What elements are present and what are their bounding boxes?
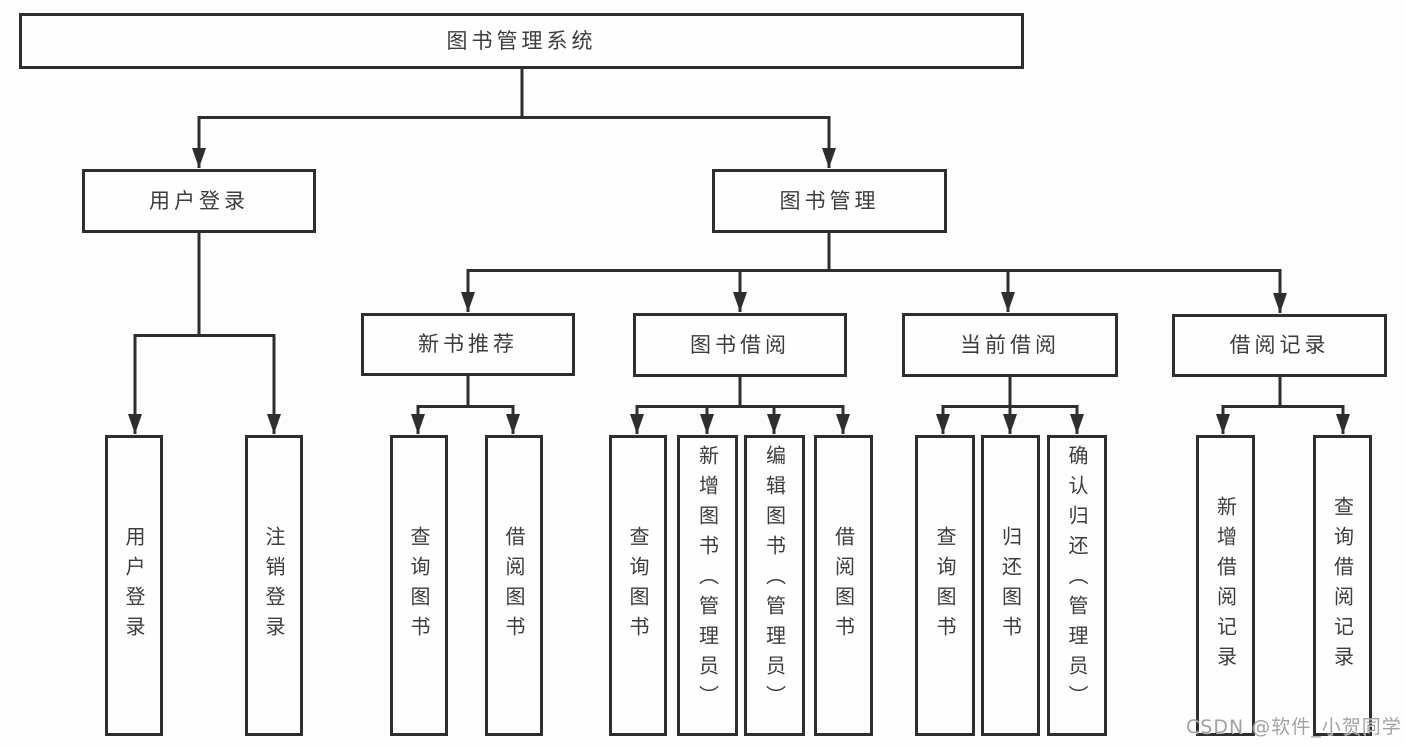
node-borrow-record: 借阅记录 xyxy=(1172,314,1387,377)
node-label: 注销登录 xyxy=(262,525,286,646)
node-leaf-bb-borrow-books: 借阅图书 xyxy=(814,435,873,736)
node-label: 查询图书 xyxy=(933,525,957,646)
connector-root-to-level2 xyxy=(192,69,836,168)
node-root-system: 图书管理系统 xyxy=(19,13,1024,69)
node-label: 图书管理 xyxy=(779,188,880,213)
node-book-mgmt: 图书管理 xyxy=(712,169,947,233)
node-label: 借阅记录 xyxy=(1229,333,1330,357)
node-label: 借阅图书 xyxy=(502,525,526,646)
node-leaf-cb-query-books: 查询图书 xyxy=(915,435,975,736)
node-label: 用户登录 xyxy=(122,525,146,646)
node-new-book-rec: 新书推荐 xyxy=(361,313,575,376)
node-label: 查询图书 xyxy=(407,525,431,646)
node-leaf-cb-return-books: 归还图书 xyxy=(981,435,1040,736)
node-label: 图书管理系统 xyxy=(446,28,597,53)
node-book-borrow: 图书借阅 xyxy=(633,313,847,377)
node-leaf-br-query-record: 查询借阅记录 xyxy=(1313,435,1372,736)
node-leaf-user-login: 用户登录 xyxy=(105,435,163,736)
node-label: 用户登录 xyxy=(149,188,249,213)
connector-borrow-record-to-leaves xyxy=(1216,377,1350,434)
node-label: 借阅图书 xyxy=(831,525,856,646)
node-label: 查询图书 xyxy=(626,525,650,646)
node-label: 查询借阅记录 xyxy=(1330,495,1355,676)
node-leaf-bb-query-books: 查询图书 xyxy=(609,435,667,736)
node-current-borrow: 当前借阅 xyxy=(902,313,1118,377)
connector-new-book-rec-to-leaves xyxy=(411,376,520,434)
node-leaf-logout: 注销登录 xyxy=(245,435,303,736)
connector-book-borrow-to-leaves xyxy=(630,377,850,434)
connector-current-borrow-to-leaves xyxy=(936,377,1084,434)
node-leaf-nbr-query-books: 查询图书 xyxy=(390,435,448,736)
node-leaf-nbr-borrow-books: 借阅图书 xyxy=(485,435,543,736)
node-user-login: 用户登录 xyxy=(82,169,316,233)
node-leaf-bb-add-books-admin: 新增图书（管理员） xyxy=(677,435,738,736)
node-label: 新书推荐 xyxy=(418,332,518,356)
node-label: 编辑图书（管理员） xyxy=(762,445,787,715)
watermark: CSDN @软件_小贺同学 xyxy=(1186,716,1402,738)
node-label: 新增图书（管理员） xyxy=(695,445,720,715)
node-label: 归还图书 xyxy=(998,525,1023,646)
node-leaf-br-add-record: 新增借阅记录 xyxy=(1196,435,1255,736)
node-label: 确认归还（管理员） xyxy=(1065,445,1089,715)
connector-user-login-to-leaves xyxy=(128,233,281,434)
node-leaf-cb-confirm-return-admin: 确认归还（管理员） xyxy=(1047,435,1107,736)
connector-book-mgmt-to-level3 xyxy=(461,233,1287,313)
node-leaf-bb-edit-books-admin: 编辑图书（管理员） xyxy=(744,435,805,736)
node-label: 图书借阅 xyxy=(690,332,790,357)
node-label: 当前借阅 xyxy=(960,332,1060,357)
node-label: 新增借阅记录 xyxy=(1213,495,1238,676)
